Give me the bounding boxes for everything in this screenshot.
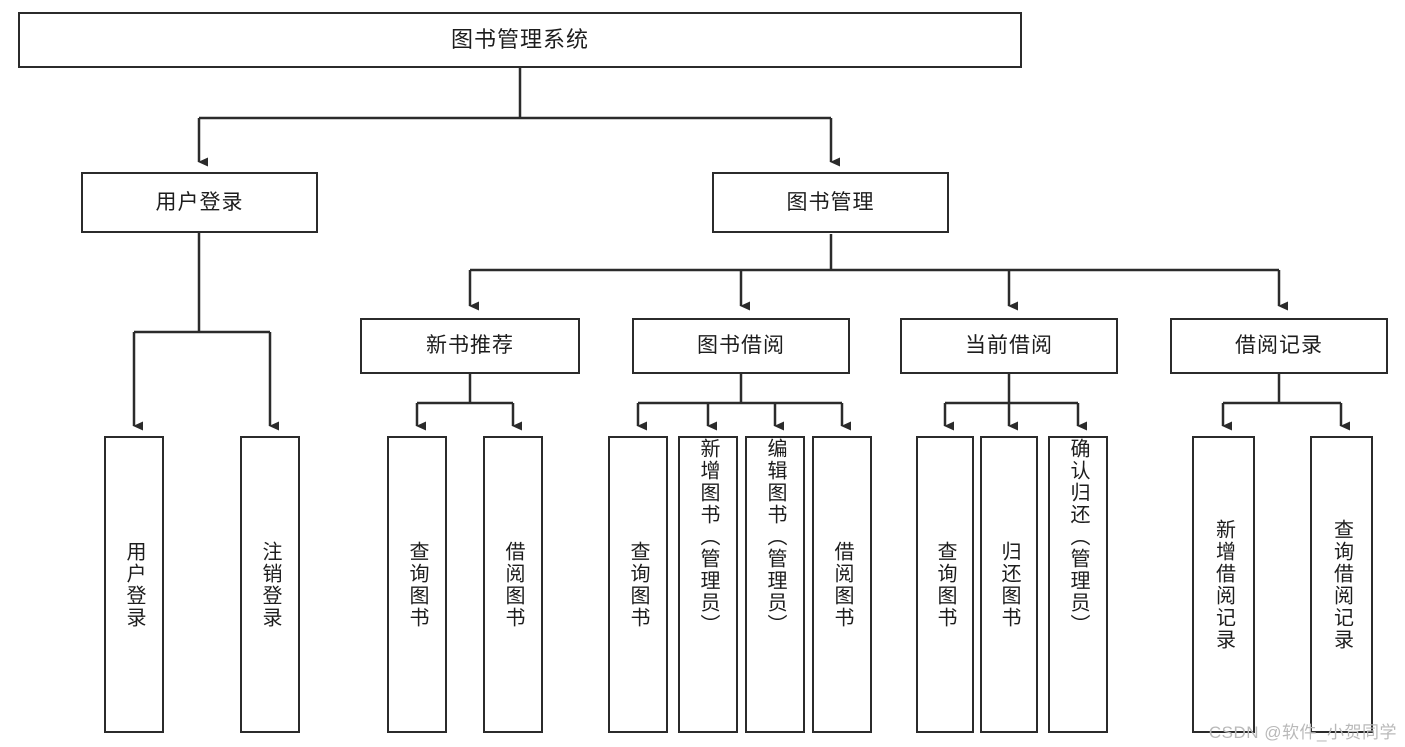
leaf-record-query-record[interactable]: 查询借阅记录: [1310, 436, 1373, 733]
node-label: 确认归还（管理员）: [1067, 438, 1089, 636]
leaf-recommend-borrow-book[interactable]: 借阅图书: [483, 436, 543, 733]
node-current-borrow[interactable]: 当前借阅: [900, 318, 1118, 374]
node-label: 用户登录: [155, 190, 244, 214]
leaf-recommend-query-book[interactable]: 查询图书: [387, 436, 447, 733]
node-book-borrow[interactable]: 图书借阅: [632, 318, 850, 374]
node-label: 借阅图书: [831, 540, 853, 629]
leaf-record-add-record[interactable]: 新增借阅记录: [1192, 436, 1255, 733]
node-borrow-record[interactable]: 借阅记录: [1170, 318, 1388, 374]
node-label: 用户登录: [123, 540, 145, 629]
node-new-book-recommend[interactable]: 新书推荐: [360, 318, 580, 374]
leaf-current-query-book[interactable]: 查询图书: [916, 436, 974, 733]
watermark-text: CSDN @软件_小贺同学: [1208, 723, 1397, 742]
node-label: 图书管理系统: [450, 26, 589, 52]
leaf-borrow-borrow-book[interactable]: 借阅图书: [812, 436, 872, 733]
node-label: 查询图书: [627, 540, 649, 629]
leaf-borrow-query-book[interactable]: 查询图书: [608, 436, 668, 733]
leaf-current-confirm-return-admin[interactable]: 确认归还（管理员）: [1048, 436, 1108, 733]
node-root-system[interactable]: 图书管理系统: [18, 12, 1022, 68]
node-label: 借阅记录: [1235, 334, 1323, 358]
leaf-borrow-add-book-admin[interactable]: 新增图书（管理员）: [678, 436, 738, 733]
node-label: 新增借阅记录: [1212, 518, 1235, 651]
node-label: 查询借阅记录: [1330, 518, 1353, 651]
leaf-user-login[interactable]: 用户登录: [104, 436, 164, 733]
node-label: 新增图书（管理员）: [697, 438, 719, 636]
node-label: 查询图书: [934, 540, 956, 629]
leaf-current-return-book[interactable]: 归还图书: [980, 436, 1038, 733]
node-label: 借阅图书: [502, 540, 524, 629]
node-label: 编辑图书（管理员）: [764, 438, 786, 636]
node-label: 图书管理: [786, 190, 875, 214]
node-label: 注销登录: [259, 540, 281, 629]
node-label: 图书借阅: [697, 334, 785, 358]
node-label: 查询图书: [406, 540, 428, 629]
node-label: 当前借阅: [965, 334, 1053, 358]
node-book-management[interactable]: 图书管理: [712, 172, 949, 233]
node-label: 归还图书: [998, 540, 1020, 629]
node-label: 新书推荐: [426, 334, 514, 358]
leaf-user-logout[interactable]: 注销登录: [240, 436, 300, 733]
leaf-borrow-edit-book-admin[interactable]: 编辑图书（管理员）: [745, 436, 805, 733]
node-user-login[interactable]: 用户登录: [81, 172, 318, 233]
